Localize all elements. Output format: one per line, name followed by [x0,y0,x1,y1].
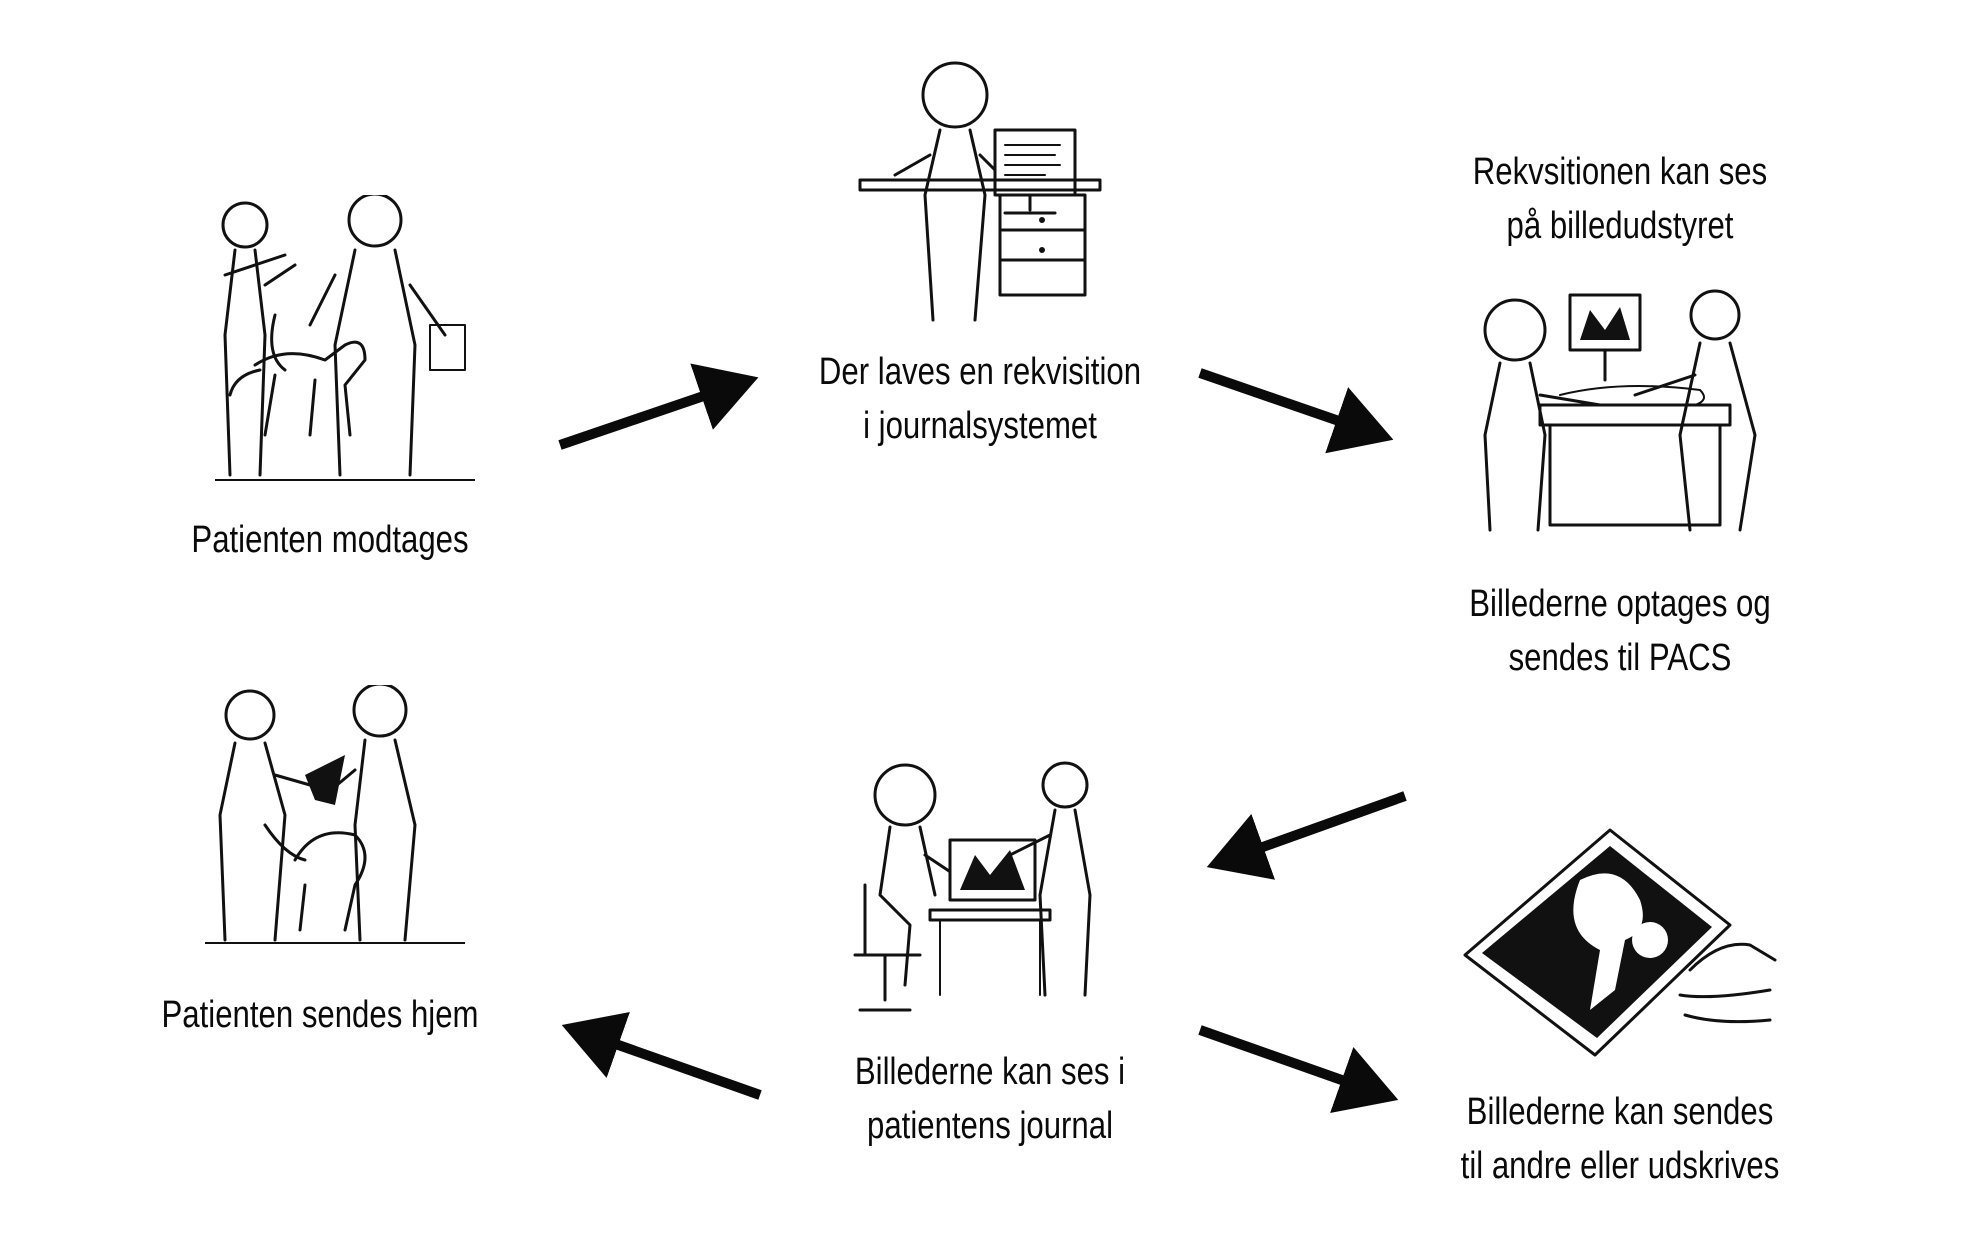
illustration-reception [215,195,475,481]
arrow-view-to-send [1198,1025,1399,1114]
label-home-line-1: Patienten sendes hjem [161,994,479,1036]
label-record-line-2: sendes til PACS [1508,637,1732,679]
label-record-line-1: Billederne optages og [1469,583,1771,625]
illustration-imaging [1483,289,1757,532]
illustration-print [1463,828,1777,1057]
illustration-journal-view [853,761,1092,1012]
label-view: Billederne kan ses i patientens journal [801,1045,1178,1153]
label-home: Patienten sendes hjem [131,988,508,1042]
label-req-visible-line-1: Rekvsitionen kan ses [1472,151,1768,193]
label-requisition-line-2: i journalsystemet [863,405,1097,447]
label-view-line-1: Billederne kan ses i [854,1051,1126,1093]
label-record: Billederne optages og sendes til PACS [1423,577,1817,685]
illustration-discharge [205,685,465,944]
arrow-record-to-view [1206,791,1407,880]
label-view-line-2: patientens journal [867,1105,1113,1147]
label-req-visible: Rekvsitionen kan ses på billedudstyret [1431,145,1808,253]
arrow-view-to-home [561,1011,762,1100]
label-send-line-2: til andre eller udskrives [1460,1145,1780,1187]
label-send-line-1: Billederne kan sendes [1466,1091,1774,1133]
label-send: Billederne kan sendes til andre eller ud… [1399,1085,1842,1193]
label-receive-line-1: Patienten modtages [191,519,469,561]
label-requisition: Der laves en rekvisition i journalsystem… [783,345,1177,453]
label-requisition-line-1: Der laves en rekvisition [818,351,1142,393]
label-req-visible-line-2: på billedudstyret [1506,205,1734,247]
label-receive: Patienten modtages [150,513,511,567]
arrow-receive-to-requisition [558,363,759,450]
illustration-requisition [858,61,1102,322]
arrow-requisition-to-record [1198,368,1394,454]
